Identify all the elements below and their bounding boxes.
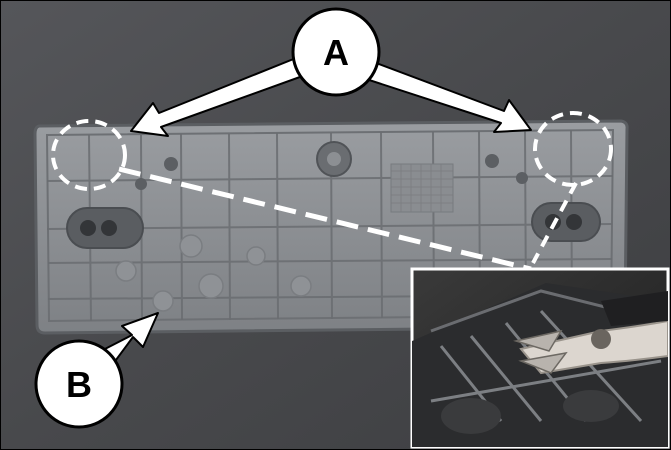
arrow-a-left: [130, 55, 312, 137]
arrow-a-right: [362, 60, 532, 133]
arrow-b: [100, 312, 159, 365]
callout-a-circle: [291, 7, 381, 97]
callout-a-label: A: [323, 32, 349, 73]
highlight-circle-right: [533, 111, 613, 187]
highlight-circle-left: [51, 119, 127, 191]
callout-b-circle: [34, 339, 124, 429]
leader-dashed-line-right: [531, 182, 578, 264]
inset-photo: [410, 267, 670, 449]
callout-b-label: B: [66, 364, 92, 405]
leader-dashed-line: [118, 166, 532, 272]
